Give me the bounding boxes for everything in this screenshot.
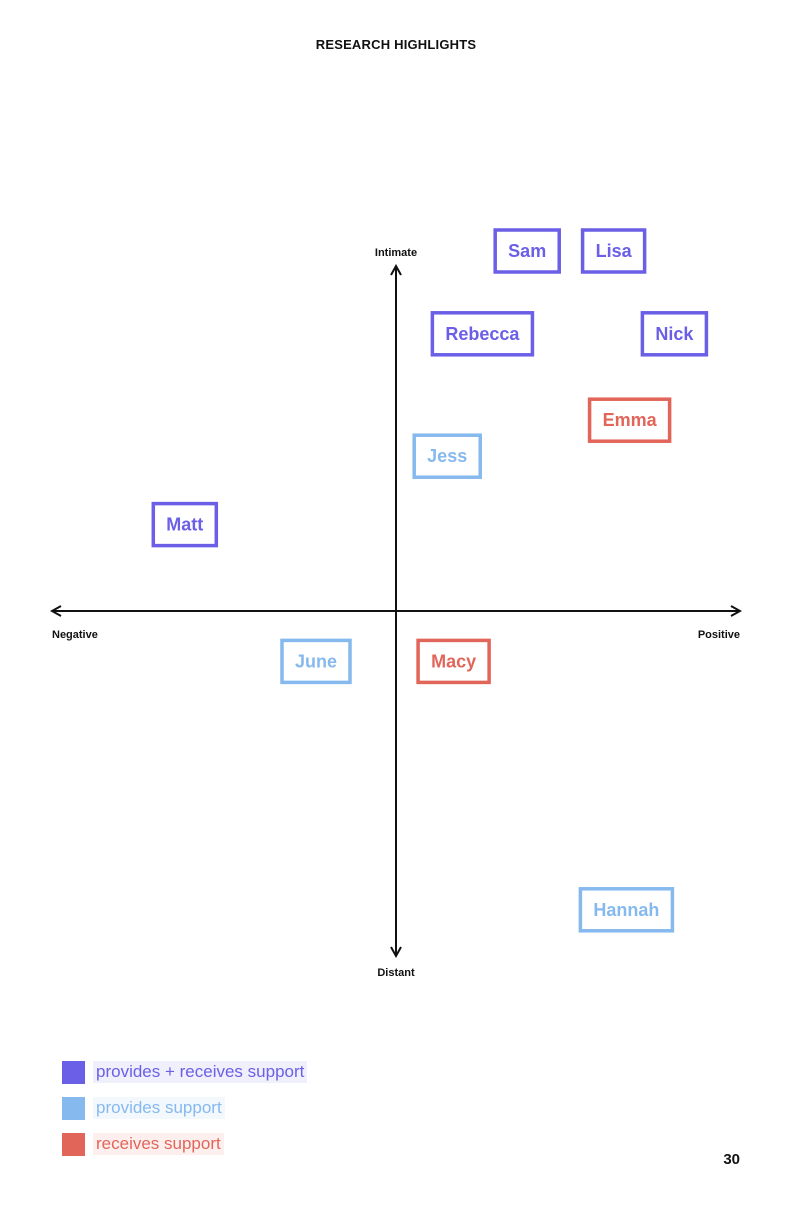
person-node-lisa: Lisa: [580, 228, 647, 274]
person-node-jess: Jess: [412, 433, 482, 479]
person-node-nick: Nick: [640, 311, 709, 357]
legend-swatch-both: [62, 1060, 85, 1084]
axis-label-bottom: Distant: [377, 967, 415, 979]
legend-swatch-receives: [62, 1132, 85, 1156]
person-box-nick: [640, 311, 709, 357]
person-node-matt: Matt: [151, 501, 219, 548]
legend-item-provides: provides support: [62, 1094, 307, 1122]
person-box-emma: [587, 397, 672, 443]
person-node-emma: Emma: [587, 397, 672, 443]
legend-swatch-provides: [62, 1096, 85, 1120]
person-node-rebecca: Rebecca: [430, 311, 535, 357]
legend: provides + receives support provides sup…: [62, 1058, 308, 1166]
person-label-june: June: [295, 651, 337, 671]
legend-item-both: provides + receives support: [62, 1058, 308, 1086]
legend-label-provides: provides support: [93, 1097, 225, 1119]
person-box-jess: [412, 433, 482, 479]
person-label-sam: Sam: [508, 241, 546, 261]
person-box-sam: [493, 228, 561, 274]
person-label-lisa: Lisa: [596, 241, 633, 261]
person-box-macy: [416, 638, 491, 685]
legend-label-receives: receives support: [93, 1133, 224, 1155]
legend-item-receives: receives support: [62, 1130, 307, 1158]
person-box-hannah: [578, 887, 675, 933]
person-label-macy: Macy: [431, 651, 476, 671]
axis-label-left: Negative: [52, 629, 98, 641]
person-box-lisa: [580, 228, 647, 274]
person-label-rebecca: Rebecca: [445, 324, 520, 344]
person-box-june: [280, 638, 352, 685]
legend-label-both: provides + receives support: [93, 1061, 308, 1083]
person-label-matt: Matt: [166, 515, 203, 535]
person-box-matt: [151, 501, 219, 548]
page-header: RESEARCH HIGHLIGHTS: [315, 37, 477, 52]
axis-label-top: Intimate: [375, 247, 417, 259]
person-label-emma: Emma: [603, 410, 658, 430]
person-box-rebecca: [430, 311, 535, 357]
page-number: 30: [723, 1151, 740, 1168]
person-label-hannah: Hannah: [593, 900, 659, 920]
axis-label-right: Positive: [698, 629, 740, 641]
person-label-nick: Nick: [655, 324, 694, 344]
person-node-sam: Sam: [493, 228, 561, 274]
person-node-hannah: Hannah: [578, 887, 675, 933]
person-label-jess: Jess: [427, 446, 467, 466]
person-node-macy: Macy: [416, 638, 491, 685]
person-node-june: June: [280, 638, 352, 685]
